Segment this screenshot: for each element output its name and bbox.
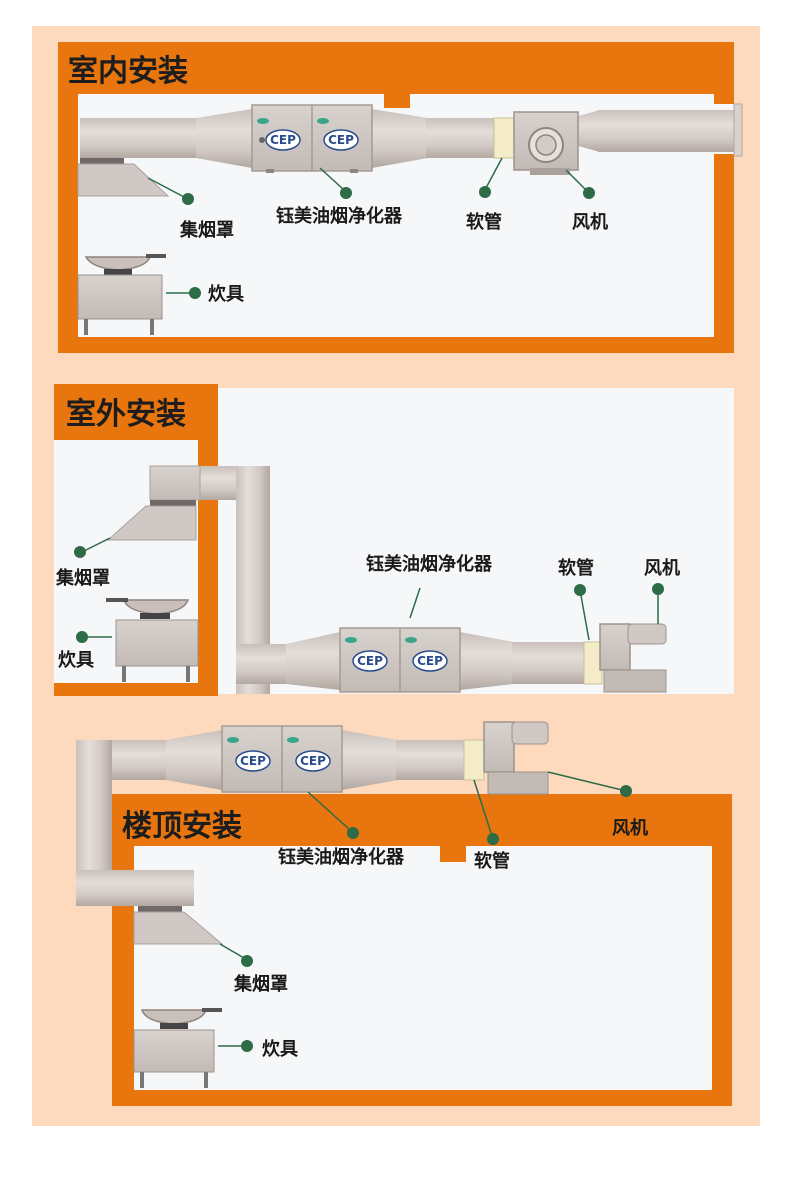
logo-badge bbox=[265, 129, 301, 151]
rooftop-reducer-right bbox=[342, 730, 398, 790]
indoor-leaders bbox=[147, 157, 595, 299]
rooftop-label-hood: 集烟罩 bbox=[233, 973, 288, 995]
indoor-hood bbox=[77, 158, 170, 197]
outdoor-hood bbox=[106, 500, 197, 541]
outdoor-reducer-right bbox=[460, 632, 514, 690]
outdoor-label-hood: 集烟罩 bbox=[55, 567, 110, 589]
logo-badge bbox=[235, 750, 271, 772]
logo-badge bbox=[352, 650, 388, 672]
rooftop-room bbox=[134, 846, 712, 1090]
indoor-purifier: CEP CEP bbox=[251, 104, 373, 173]
indoor-reducer-right bbox=[372, 109, 428, 168]
indoor-label-stove: 炊具 bbox=[208, 283, 244, 305]
rooftop-label-hose: 软管 bbox=[474, 850, 510, 872]
section-indoor: 室内安装 CEP CEP bbox=[58, 42, 743, 353]
rooftop-purifier: CEP CEP bbox=[221, 725, 343, 793]
outdoor-label-fan: 风机 bbox=[644, 558, 680, 579]
section-rooftop: 楼顶安装 CEP CEP bbox=[76, 721, 732, 1106]
indoor-ceiling-notch bbox=[384, 94, 410, 108]
rooftop-stove bbox=[133, 1008, 222, 1088]
outdoor-label-hose: 软管 bbox=[558, 557, 594, 579]
rooftop-hose bbox=[463, 739, 485, 781]
indoor-label-fan: 风机 bbox=[572, 212, 608, 233]
outdoor-leaders bbox=[74, 537, 664, 643]
indoor-duct-exhaust bbox=[598, 110, 736, 152]
rooftop-duct-into-hood bbox=[76, 870, 194, 906]
outdoor-label-purifier: 钰美油烟净化器 bbox=[366, 553, 493, 575]
logo-text: CEP bbox=[417, 654, 443, 668]
outdoor-duct-middle bbox=[512, 642, 586, 684]
outdoor-purifier: CEP CEP bbox=[339, 627, 461, 693]
logo-text: CEP bbox=[357, 654, 383, 668]
indoor-duct-exhaust-cap bbox=[733, 103, 743, 157]
logo-badge bbox=[412, 650, 448, 672]
indoor-label-hose: 软管 bbox=[466, 211, 502, 233]
indoor-stove bbox=[77, 254, 166, 335]
rooftop-leaders bbox=[218, 771, 632, 1052]
rooftop-hood bbox=[133, 906, 224, 945]
rooftop-label-purifier: 钰美油烟净化器 bbox=[278, 846, 405, 868]
indoor-reducer-left bbox=[196, 109, 252, 168]
outdoor-title: 室外安装 bbox=[66, 397, 186, 432]
section-outdoor: 室外安装 CEP CEP bbox=[54, 384, 734, 696]
indoor-title: 室内安装 bbox=[68, 54, 188, 89]
outdoor-duct-bottom bbox=[236, 644, 292, 684]
outdoor-reducer-left bbox=[286, 632, 340, 690]
rooftop-reducer-left bbox=[166, 730, 222, 790]
indoor-fan bbox=[513, 111, 579, 175]
indoor-label-hood: 集烟罩 bbox=[179, 219, 234, 241]
logo-text: CEP bbox=[240, 754, 266, 768]
logo-text: CEP bbox=[300, 754, 326, 768]
indoor-hose bbox=[493, 117, 515, 159]
logo-text: CEP bbox=[270, 133, 296, 147]
logo-badge bbox=[295, 750, 331, 772]
rooftop-fan bbox=[483, 721, 549, 795]
rooftop-title: 楼顶安装 bbox=[122, 809, 242, 844]
logo-badge bbox=[323, 129, 359, 151]
outdoor-stove bbox=[106, 598, 199, 682]
rooftop-duct-middle bbox=[396, 740, 466, 780]
outdoor-fan bbox=[599, 623, 667, 693]
indoor-fan-outlet bbox=[578, 110, 600, 152]
outdoor-label-stove: 炊具 bbox=[58, 649, 94, 671]
indoor-duct-middle bbox=[426, 118, 498, 158]
rooftop-label-fan: 风机 bbox=[612, 818, 648, 839]
outdoor-fan-cap bbox=[149, 465, 201, 501]
logo-text: CEP bbox=[328, 133, 354, 147]
indoor-label-purifier: 钰美油烟净化器 bbox=[276, 205, 403, 227]
indoor-duct-left bbox=[80, 118, 200, 158]
rooftop-label-stove: 炊具 bbox=[262, 1038, 298, 1060]
rooftop-ceiling-notch bbox=[440, 846, 466, 862]
